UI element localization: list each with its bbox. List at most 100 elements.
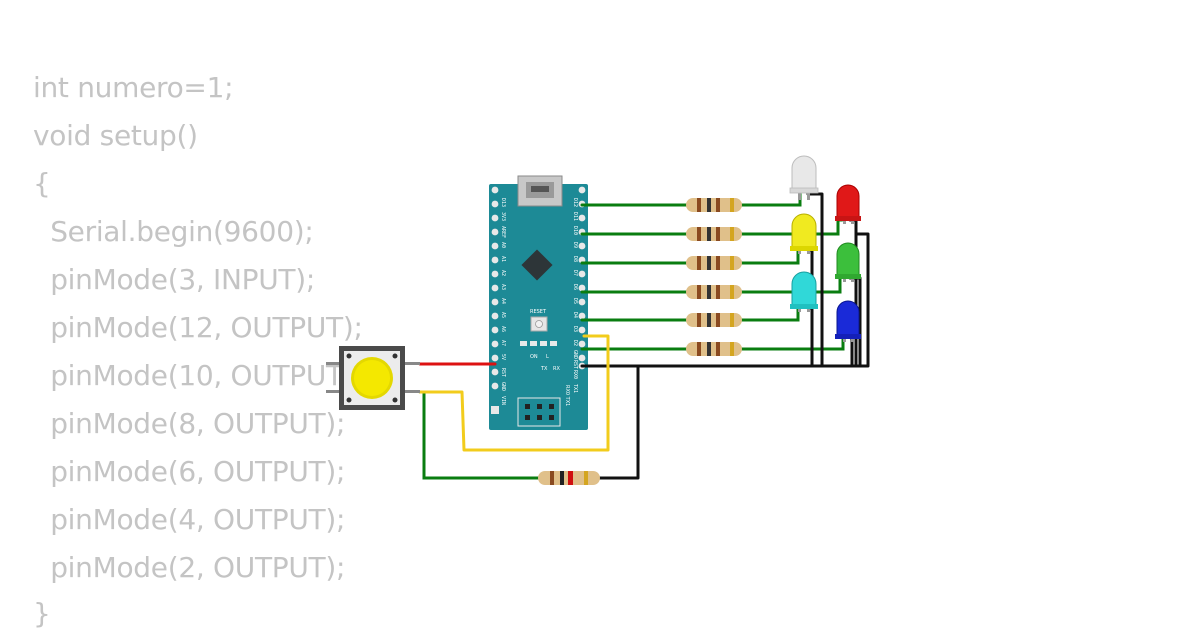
pin-hole[interactable] (491, 312, 499, 320)
icsp-pin (549, 404, 554, 409)
led-blue[interactable] (835, 300, 861, 342)
pin-hole[interactable] (491, 368, 499, 376)
icsp-pin (525, 415, 530, 420)
icsp-pin (525, 404, 530, 409)
pin-hole[interactable] (578, 326, 586, 334)
led-yellow[interactable] (790, 213, 818, 254)
wire-green[interactable] (738, 336, 845, 351)
code-line: pinMode(8, OUTPUT); (33, 407, 346, 440)
pin-label: A0 (500, 242, 506, 248)
wire-green[interactable] (738, 218, 844, 236)
pin-label: VIN (500, 396, 506, 405)
code-line: pinMode(2, OUTPUT); (33, 551, 346, 584)
reset-button-cap[interactable] (535, 320, 543, 328)
pin-label: A1 (500, 256, 506, 262)
pin-label: D13 (500, 198, 506, 207)
wire-green[interactable] (738, 276, 842, 294)
led-cyan[interactable] (790, 271, 818, 312)
pin-hole[interactable] (491, 382, 499, 390)
pin-hole[interactable] (491, 298, 499, 306)
pulldown-resistor[interactable] (538, 471, 600, 485)
icsp-pin (537, 404, 542, 409)
wire-black[interactable] (580, 232, 870, 368)
right-pin-header (578, 186, 586, 370)
wire-green[interactable] (738, 248, 800, 265)
pin-hole[interactable] (578, 312, 586, 320)
pin-hole[interactable] (578, 340, 586, 348)
resistor[interactable] (686, 227, 742, 241)
code-line: pinMode(10, OUTPUT); (33, 359, 363, 392)
pin-hole[interactable] (491, 200, 499, 208)
pin-hole[interactable] (491, 186, 499, 194)
code-line: Serial.begin(9600); (33, 215, 314, 248)
icsp-header (517, 397, 561, 427)
pin-hole[interactable] (578, 298, 586, 306)
pin-label: A3 (500, 284, 506, 290)
pin-hole[interactable] (491, 256, 499, 264)
pin-label: GND (572, 350, 578, 359)
pin-label: D6 (572, 284, 578, 290)
pin-label: A4 (500, 298, 506, 304)
pin-hole[interactable] (491, 242, 499, 250)
pin-label: GND (500, 382, 506, 391)
pin-label: D7 (572, 270, 578, 276)
code-line: { (33, 167, 51, 200)
resistor[interactable] (686, 198, 742, 212)
wire-yellow[interactable] (418, 334, 610, 452)
pin-label: RX0 (572, 370, 578, 379)
led-white[interactable] (789, 155, 819, 200)
wire-black[interactable] (849, 336, 854, 368)
pin-label: AREF (500, 226, 506, 238)
pin-hole[interactable] (578, 354, 586, 362)
pin-hole[interactable] (491, 284, 499, 292)
smd-led (540, 341, 547, 346)
wire-green[interactable] (738, 306, 800, 322)
pin-hole-square[interactable] (491, 406, 499, 414)
pin-hole[interactable] (491, 228, 499, 236)
pin-label: 3V3 (500, 212, 506, 221)
pin-label: A2 (500, 270, 506, 276)
pin-label: RST (572, 360, 578, 369)
reset-label: RESET (530, 309, 547, 315)
code-line: pinMode(4, OUTPUT); (33, 503, 346, 536)
pin-hole[interactable] (578, 214, 586, 222)
pin-hole[interactable] (491, 214, 499, 222)
code-line: pinMode(3, INPUT); (33, 263, 315, 296)
pin-hole[interactable] (491, 270, 499, 278)
wire-black[interactable] (596, 364, 640, 480)
pin-label: D5 (572, 298, 578, 304)
pin-label: RST (500, 368, 506, 377)
rxtx-label: RX0 TX1 (564, 385, 570, 406)
pin-hole[interactable] (491, 326, 499, 334)
pin-hole[interactable] (491, 340, 499, 348)
arduino-nano-board[interactable]: RESET ON L TX RX RX0 TX1 (489, 175, 588, 430)
pin-hole[interactable] (578, 284, 586, 292)
led-green[interactable] (835, 242, 861, 282)
wire-green[interactable] (738, 192, 802, 207)
signal-wires[interactable] (418, 192, 845, 480)
push-button[interactable] (326, 346, 420, 410)
pin-label: D4 (572, 312, 578, 318)
led-group (789, 155, 861, 342)
wire-black[interactable] (806, 192, 824, 368)
resistor[interactable] (686, 256, 742, 270)
pin-hole[interactable] (578, 270, 586, 278)
pin-hole[interactable] (491, 354, 499, 362)
code-line: int numero=1; (33, 71, 234, 104)
button-cap[interactable] (354, 360, 390, 396)
resistor[interactable] (686, 285, 742, 299)
pin-hole[interactable] (578, 186, 586, 194)
pin-label: D2 (572, 340, 578, 346)
pin-label: A6 (500, 326, 506, 332)
resistor[interactable] (686, 342, 742, 356)
resistor[interactable] (686, 313, 742, 327)
smd-led (520, 341, 527, 346)
tx-label: TX (540, 366, 548, 372)
pin-label: 5V (500, 354, 506, 360)
led-red[interactable] (835, 184, 861, 224)
pin-hole[interactable] (578, 242, 586, 250)
pin-label: D10 (572, 226, 578, 235)
resistor-group (538, 198, 742, 485)
